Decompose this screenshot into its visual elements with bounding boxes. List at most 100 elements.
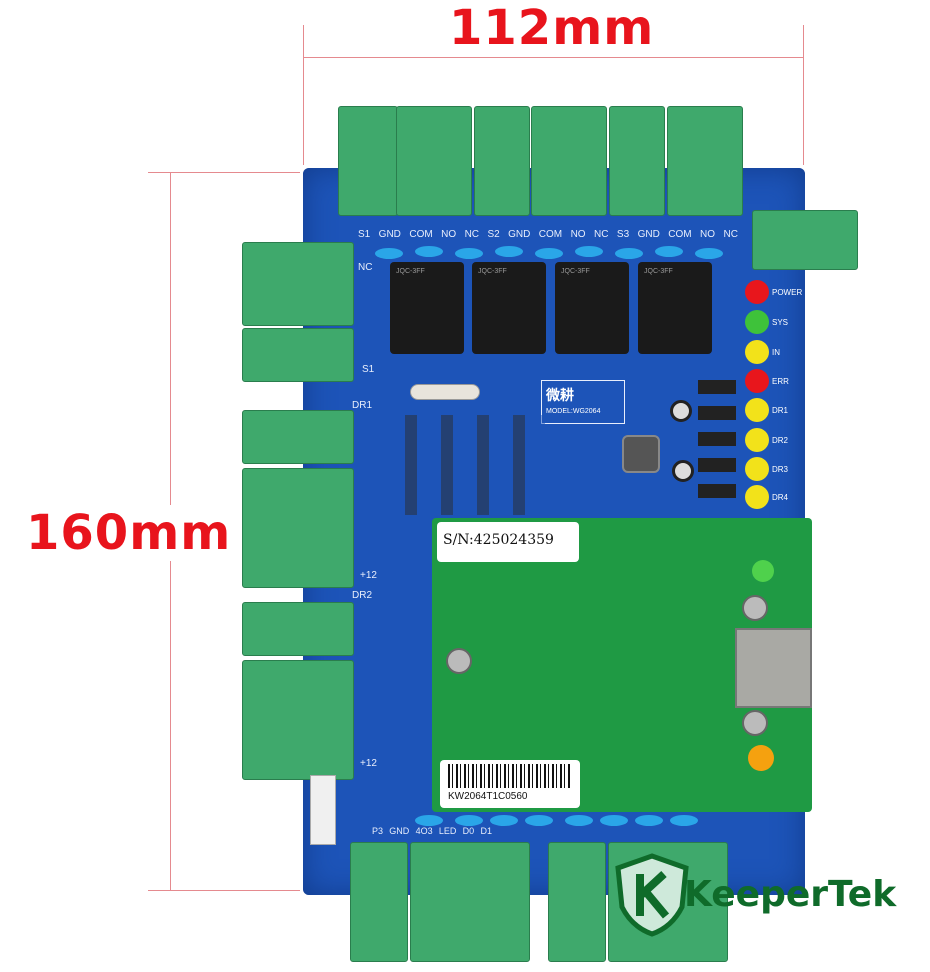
- barcode-text: KW2064T1C0560: [448, 791, 528, 802]
- led-label: SYS: [772, 318, 789, 327]
- led-label: DR1: [772, 406, 789, 415]
- led-label: ERR: [772, 377, 789, 386]
- silk-label: P3: [372, 826, 384, 836]
- capacitor: [565, 815, 593, 826]
- screw: [742, 710, 768, 736]
- silk-label: S2: [487, 229, 500, 240]
- silk-label: NO: [700, 229, 716, 240]
- terminal-block-bottom: [350, 842, 408, 962]
- silk-s1: S1: [362, 364, 375, 375]
- top-terminal-labels: S1 GND COM NO NC S2 GND COM NO NC S3 GND COM NO NC: [358, 229, 738, 240]
- led-label: IN: [772, 348, 780, 357]
- terminal-block-top: [338, 106, 398, 216]
- silk-label: NC: [723, 229, 738, 240]
- terminal-block-left: [242, 602, 354, 656]
- led-dr3: [745, 457, 769, 481]
- capacitor: [415, 246, 443, 257]
- led-power: [745, 280, 769, 304]
- capacitor: [655, 246, 683, 257]
- capacitor: [415, 815, 443, 826]
- silk-12v-a: +12: [360, 570, 377, 581]
- silk-label: NO: [441, 229, 457, 240]
- led-sys: [745, 310, 769, 334]
- silk-label: S1: [358, 229, 371, 240]
- silk-nc: NC: [358, 262, 373, 273]
- electrolytic-capacitor: [670, 400, 692, 422]
- capacitor: [375, 248, 403, 259]
- silk-dr2: DR2: [352, 590, 373, 601]
- silk-dr1: DR1: [352, 400, 373, 411]
- silk-12v-b: +12: [360, 758, 377, 769]
- led-green-network: [752, 560, 774, 582]
- height-tick-bottom: [148, 890, 300, 891]
- capacitor: [535, 248, 563, 259]
- terminal-block-top: [609, 106, 665, 216]
- serial-number: S/N:425024359: [443, 532, 554, 548]
- width-tick-left: [303, 25, 304, 165]
- led-label: DR2: [772, 436, 789, 445]
- silk-label: NC: [594, 229, 609, 240]
- led-label: DR4: [772, 493, 789, 502]
- relay: JQC-3FF: [390, 262, 464, 354]
- led-err: [745, 369, 769, 393]
- led-dr1: [745, 398, 769, 422]
- capacitor: [490, 815, 518, 826]
- serial-number-label: S/N:425024359: [437, 522, 579, 562]
- led-label: POWER: [772, 288, 803, 297]
- model-text: MODEL:WG2064: [546, 408, 601, 415]
- silk-label: LED: [438, 826, 457, 836]
- model-box: 微耕 MODEL:WG2064: [541, 380, 625, 424]
- smd-components: [395, 415, 545, 515]
- terminal-block-power: [752, 210, 858, 270]
- capacitor: [600, 815, 628, 826]
- height-label: 160mm: [22, 505, 236, 561]
- capacitor: [695, 248, 723, 259]
- terminal-block-left: [242, 468, 354, 588]
- silk-label: GND: [389, 826, 410, 836]
- diodes: [698, 380, 736, 510]
- capacitor: [525, 815, 553, 826]
- capacitor: [455, 815, 483, 826]
- keepertek-logo: KeeperTek: [612, 852, 912, 937]
- silk-label: GND: [378, 229, 401, 240]
- silk-label: COM: [668, 229, 692, 240]
- terminal-block-left: [242, 242, 354, 326]
- white-connector: [310, 775, 336, 845]
- silk-label: 4O3: [415, 826, 433, 836]
- led-orange-network: [748, 745, 774, 771]
- capacitor: [615, 248, 643, 259]
- shield-k-icon: [615, 853, 689, 937]
- screw: [742, 595, 768, 621]
- silk-label: S3: [616, 229, 630, 240]
- capacitor: [455, 248, 483, 259]
- width-label: 112mm: [445, 0, 659, 56]
- logo-text: KeeperTek: [684, 874, 897, 915]
- led-in: [745, 340, 769, 364]
- silk-label: NC: [464, 229, 480, 240]
- capacitor: [575, 246, 603, 257]
- capacitor: [495, 246, 523, 257]
- width-dimension-line: [303, 57, 803, 58]
- silk-label: COM: [538, 229, 563, 240]
- barcode: [448, 764, 572, 788]
- terminal-block-left: [242, 410, 354, 464]
- silk-label: COM: [409, 229, 433, 240]
- capacitor: [635, 815, 663, 826]
- led-label: DR3: [772, 465, 789, 474]
- inductor: [622, 435, 660, 473]
- terminal-block-top: [667, 106, 743, 216]
- relay: JQC-3FF: [555, 262, 629, 354]
- terminal-block-left: [242, 660, 354, 780]
- silk-label: NO: [570, 229, 586, 240]
- silk-label: GND: [508, 229, 531, 240]
- ethernet-port: [735, 628, 812, 708]
- width-tick-right: [803, 25, 804, 165]
- silk-label: GND: [637, 229, 660, 240]
- electrolytic-capacitor: [672, 460, 694, 482]
- led-dr2: [745, 428, 769, 452]
- terminal-block-top: [474, 106, 530, 216]
- silk-label: D1: [480, 826, 492, 836]
- brand-text: 微耕: [546, 387, 574, 403]
- height-tick-top: [148, 172, 300, 173]
